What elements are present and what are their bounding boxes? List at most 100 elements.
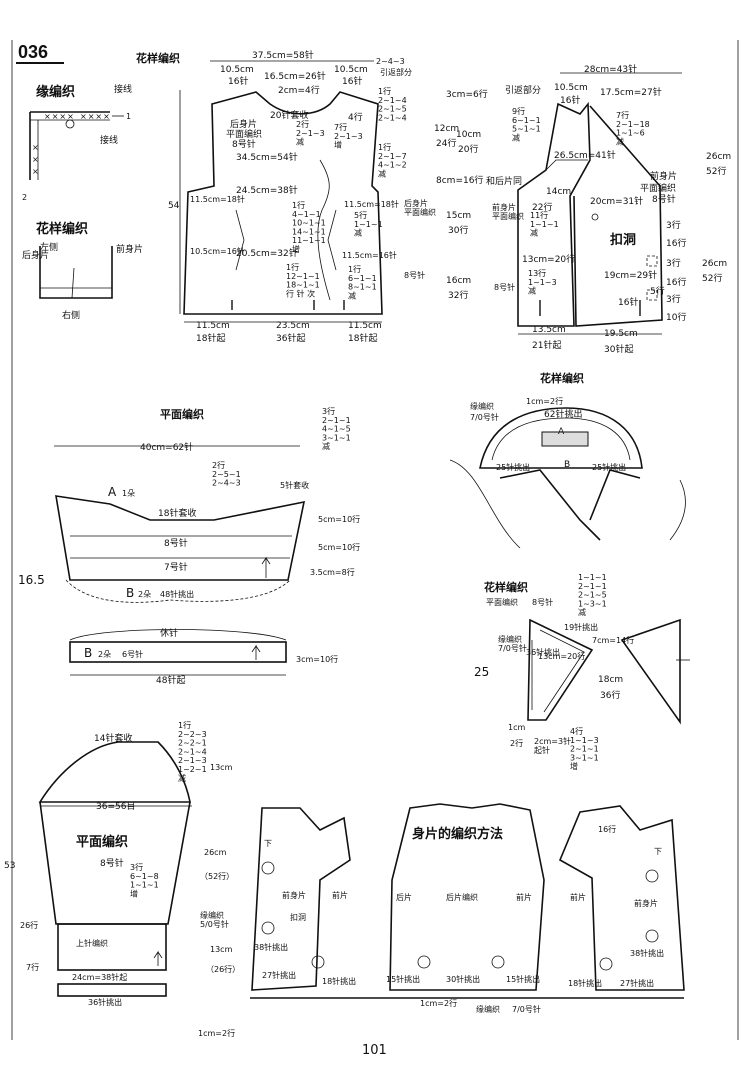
assembly-pick15-left: 15针挑出 [386,974,420,984]
collar-top-width: 1cm=2行 [526,396,563,406]
assembly-front-left: 前身片 [282,890,306,900]
assembly-back-flat: 后片编织 [446,892,478,902]
sleeve-width: 36=56目 [96,801,135,812]
assembly-front-right: 前片 [570,892,586,902]
back-cast-off: 20针套收 [270,109,308,121]
assembly-edge-needle: 7/0号针 [512,1004,541,1014]
assembly-pick18-left: 18针挑出 [322,976,356,986]
collar-pick-left: 25针挑出 [496,462,530,472]
assembly-r1cm: 1cm=2行 [420,998,457,1008]
edge-row-1: 1 [126,112,131,121]
collar-pick: 62针挑出 [544,408,582,420]
back-total-width: 37.5cm=58针 [252,49,314,61]
lapel-h25: 25 [474,665,489,679]
assembly-pick27-right: 27针挑出 [620,978,654,988]
edge-row-2: 2 [22,193,27,202]
lapel-needle: 8号针 [532,597,553,607]
collar-start48: 48针起 [156,674,185,686]
collar-r8: 3.5cm=8行 [310,567,355,577]
front-h16: 16cm [446,276,471,286]
back-side-flat: 后身片平面编织 [404,198,436,217]
front-buttonhole: 扣洞 [610,232,636,248]
back-hem-center: 23.5cm [276,321,310,331]
sleeve-cast14: 14针套收 [94,732,132,744]
collar-cast5: 5针套收 [280,480,309,490]
back-body-diagram: 花样编织 37.5cm=58针 10.5cm 16针 16.5cm=26针 10… [136,49,436,344]
sleeve-h13: 13cm [210,763,233,772]
sleeve-h26: 26cm [204,848,227,857]
back-waist-right: 11.5cm=16针 [342,250,397,260]
page-number: 101 [362,1043,387,1058]
front-w20: 20cm=31针 [590,195,643,207]
front-w19: 19cm=29针 [604,269,657,281]
collar-b2-label: B [84,646,92,660]
assembly-pick38-left: 38针挑出 [254,942,288,952]
sleeve-hem: 24cm=38针起 [72,972,127,982]
front-hem-right: 19.5cm [604,329,638,339]
assembly-r16: 16行 [598,824,616,834]
front-w14: 14cm [546,187,571,197]
front-r13: 13cm=20行 [522,253,575,265]
front-side-flat: 前身片平面编织 [492,202,524,221]
collar-pick-right: 25针挑出 [592,462,626,472]
sleeve-flat: 平面编织 [76,834,128,850]
sleeve-h53: 53 [4,861,15,871]
assembly-edge: 缘编织 [476,1004,500,1014]
svg-text:×: × [32,167,39,176]
assembly-pick18-right: 18针挑出 [568,978,602,988]
assembly-pick38-right: 38针挑出 [630,948,664,958]
small-front-label: 前身片 [116,243,143,255]
back-top-title: 花样编织 [136,51,180,65]
front-r16b: 16行 [666,276,686,288]
back-hem-center-st: 36针起 [276,332,305,344]
collar-pick48: 48针挑出 [160,589,194,599]
front-h26b: 26cm [702,259,727,269]
front-h10: 10cm [456,130,481,140]
front-r16a: 16行 [666,237,686,249]
lapel-pick36: 36针挑出 [526,647,560,657]
back-waist-left: 10.5cm=16针 [190,246,245,256]
back-side-right: 11.5cm=18针 [344,199,399,209]
sleeve-r26: 26行 [20,920,38,930]
pattern-number: 036 [18,42,48,62]
front-h26-rows: 52行 [706,165,726,177]
small-pattern-diagram: 花样编织 后身片 左侧 前身片 右侧 [22,221,143,321]
collar-a-qty: 1朵 [122,489,135,498]
front-h8: 8cm=16行 [436,174,483,186]
lapel-title: 花样编织 [484,580,528,594]
assembly-front-left-2: 前片 [332,890,348,900]
back-armhole: 24.5cm=38针 [236,184,298,196]
front-w26-5: 26.5cm=41针 [554,149,616,161]
back-label: 后身片 [230,118,257,130]
back-flat: 平面编织 [226,128,262,140]
svg-text:××××: ×××× [80,112,111,121]
front-r3c: 3行 [666,293,681,305]
collar-needle8: 8号针 [164,537,188,549]
back-rows4: 4行 [348,111,363,123]
collar-b2-qty: 2朵 [98,650,111,659]
pattern-number-badge [16,40,68,62]
back-chest: 34.5cm=54针 [236,151,298,163]
collar-rest: 休针 [160,627,178,639]
front-h10-rows: 20行 [458,143,478,155]
lapel-w7: 7cm=14行 [592,635,634,645]
collar-width: 40cm=62针 [140,441,193,453]
front-h15-rows: 30行 [448,224,468,236]
front-r22: 22行 [532,201,552,213]
collar-b: B [564,460,570,470]
